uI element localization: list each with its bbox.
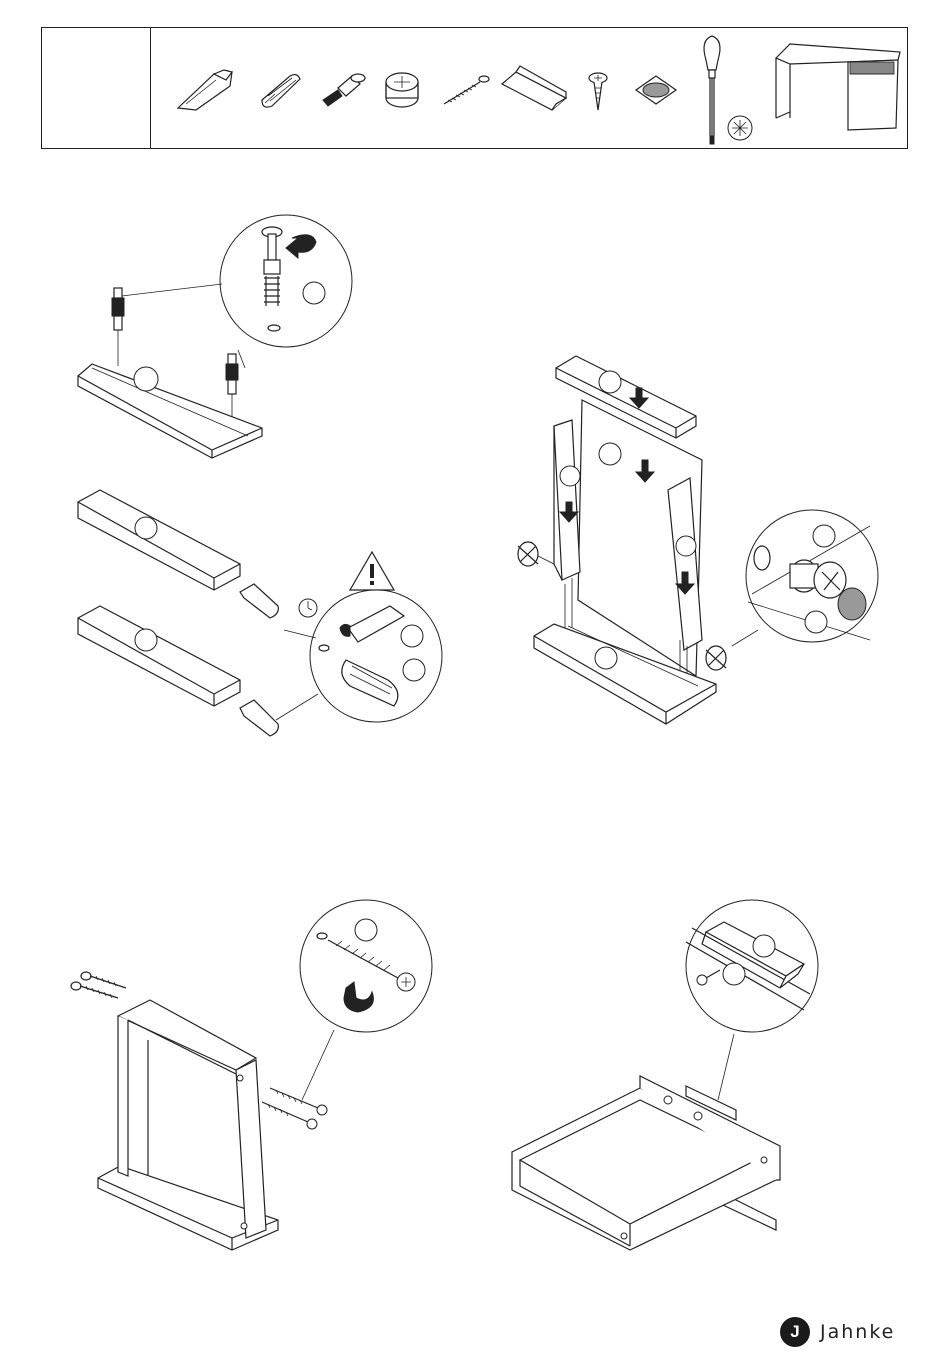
step-drawer-bracket: [480, 890, 940, 1270]
wood-dowel-glue-icon: [178, 70, 232, 110]
cam-lock-icon: [386, 73, 418, 107]
drawer-box: [512, 1076, 780, 1250]
wood-screw-icon: [262, 1088, 327, 1129]
part-number-marker: [753, 935, 775, 957]
zoom-circle: [310, 590, 442, 722]
board-panel: [78, 606, 240, 706]
callout-line: [302, 1030, 334, 1100]
warning-triangle-icon: [350, 552, 394, 590]
dowel-pin-icon: [240, 584, 278, 618]
connector-bolt-icon: [323, 74, 365, 106]
glue-dry-clock-icon: [299, 599, 317, 617]
step-frame-assembly: [490, 340, 950, 740]
brand-name: Jahnke: [820, 1321, 895, 1343]
wood-screw-icon: [444, 76, 489, 104]
step-long-screws: [0, 890, 460, 1270]
felt-pad-icon: [636, 76, 676, 104]
part-number-marker: [403, 659, 425, 681]
step-dowels: [0, 480, 460, 750]
side-panel-left: [554, 420, 580, 630]
wood-screw-icon: [71, 972, 126, 998]
zoom-circle: [220, 215, 352, 347]
callout-line: [718, 1034, 734, 1100]
phillips-bit-icon: [728, 116, 752, 140]
desk-preview-icon: [776, 44, 900, 130]
step-connector-bolts: [0, 180, 380, 480]
metal-bracket-icon: [502, 66, 566, 110]
short-screw-icon: [589, 73, 607, 110]
part-number-marker: [355, 919, 377, 941]
connector-bolt-icon: [112, 288, 124, 366]
cam-lock-icon: [518, 542, 554, 566]
cam-hole: [838, 588, 866, 620]
screwdriver-icon: [704, 36, 720, 144]
part-number-marker: [401, 625, 423, 647]
brand: J Jahnke: [780, 1316, 915, 1350]
cam-lock-icon: [706, 646, 726, 670]
part-number-marker: [805, 611, 827, 633]
dowel-pin-icon: [262, 75, 300, 108]
part-number-marker: [303, 282, 325, 304]
part-number-marker: [813, 525, 835, 547]
brand-logo: J: [780, 1317, 810, 1347]
dowel-pin-icon: [240, 700, 278, 736]
part-number-marker: [723, 963, 745, 985]
assembled-frame: [98, 1000, 278, 1250]
board-panel: [78, 490, 240, 590]
parts-strip: [0, 0, 950, 160]
